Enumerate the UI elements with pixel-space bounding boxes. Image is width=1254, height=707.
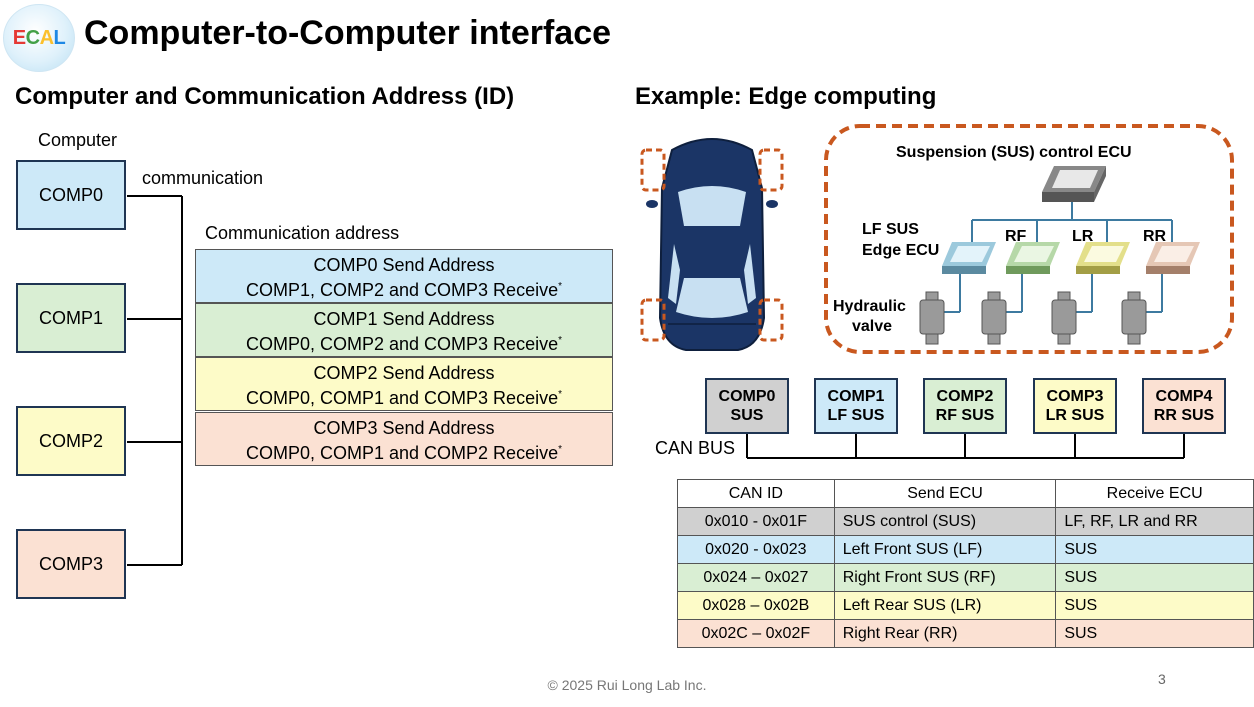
- right-heading: Example: Edge computing: [635, 83, 937, 110]
- can-bus-lines: [746, 433, 1185, 459]
- valve-label-1: Hydraulic: [833, 298, 906, 315]
- sus-ecu-label: Suspension (SUS) control ECU: [896, 144, 1132, 161]
- header-receive-ecu: Receive ECU: [1055, 479, 1254, 508]
- table-row: 0x010 - 0x01F SUS control (SUS) LF, RF, …: [677, 507, 1254, 536]
- communication-label: communication: [142, 168, 264, 188]
- left-heading: Computer and Communication Address (ID): [15, 83, 515, 110]
- ecu-name: COMP4: [1155, 388, 1213, 405]
- comp3-label: COMP3: [38, 553, 103, 574]
- cell-send-ecu: Right Front SUS (RF): [833, 563, 1057, 592]
- address-receive: COMP0, COMP1 and COMP2 Receive: [245, 443, 559, 463]
- rr-ecu-icon: [1146, 242, 1200, 274]
- asterisk: *: [558, 335, 562, 346]
- comp0-label: COMP0: [38, 184, 103, 205]
- ecu-role: RR SUS: [1153, 407, 1215, 424]
- ecu-role: SUS: [730, 407, 764, 424]
- cell-send-ecu: Left Front SUS (LF): [833, 535, 1057, 564]
- rf-label: RF: [1005, 228, 1027, 245]
- asterisk: *: [558, 389, 562, 400]
- cell-receive-ecu: SUS: [1055, 591, 1254, 620]
- asterisk: *: [558, 281, 562, 292]
- address-send: COMP3 Send Address: [313, 418, 495, 438]
- address-row-comp1: COMP1 Send Address COMP0, COMP2 and COMP…: [195, 303, 613, 357]
- asterisk: *: [558, 444, 562, 455]
- cell-receive-ecu: SUS: [1055, 563, 1254, 592]
- ecu-name: COMP3: [1046, 388, 1104, 405]
- page-title: Computer-to-Computer interface: [84, 14, 612, 52]
- comp3-box: COMP3: [16, 529, 126, 599]
- cell-receive-ecu: SUS: [1055, 619, 1254, 648]
- edge-computing-diagram: [824, 124, 1234, 354]
- hydraulic-valves-icon: [919, 291, 1147, 345]
- ecu-comp0-sus: COMP0 SUS: [705, 378, 789, 434]
- communication-lines: [127, 195, 183, 566]
- comp1-label: COMP1: [38, 307, 103, 328]
- cell-can-id: 0x02C – 0x02F: [677, 619, 835, 648]
- rf-ecu-icon: [1006, 242, 1060, 274]
- valve-label-2: valve: [852, 318, 893, 335]
- ecu-name: COMP1: [827, 388, 885, 405]
- copyright: © 2025 Rui Long Lab Inc.: [547, 677, 707, 693]
- ecu-comp1-lf: COMP1 LF SUS: [814, 378, 898, 434]
- address-row-comp2: COMP2 Send Address COMP0, COMP1 and COMP…: [195, 357, 613, 411]
- table-row: 0x02C – 0x02F Right Rear (RR) SUS: [677, 619, 1254, 648]
- lr-label: LR: [1072, 228, 1094, 245]
- lr-ecu-icon: [1076, 242, 1130, 274]
- address-receive: COMP0, COMP1 and COMP3 Receive: [245, 388, 559, 408]
- table-row: 0x024 – 0x027 Right Front SUS (RF) SUS: [677, 563, 1254, 592]
- sus-ecu-icon: [1042, 166, 1106, 202]
- ecu-role: LR SUS: [1045, 407, 1105, 424]
- address-label: Communication address: [205, 223, 400, 243]
- comp2-box: COMP2: [16, 406, 126, 476]
- lf-ecu-icon: [942, 242, 996, 274]
- ecu-name: COMP0: [718, 388, 776, 405]
- cell-can-id: 0x010 - 0x01F: [677, 507, 835, 536]
- cell-send-ecu: Left Rear SUS (LR): [833, 591, 1057, 620]
- car-top-view-icon: [640, 138, 784, 351]
- lf-edge-label-2: Edge ECU: [862, 242, 940, 259]
- cell-send-ecu: SUS control (SUS): [833, 507, 1057, 536]
- address-send: COMP2 Send Address: [313, 363, 495, 383]
- can-id-table: CAN ID Send ECU Receive ECU 0x010 - 0x01…: [677, 479, 1254, 648]
- table-row: 0x020 - 0x023 Left Front SUS (LF) SUS: [677, 535, 1254, 564]
- comp1-box: COMP1: [16, 283, 126, 353]
- table-header-row: CAN ID Send ECU Receive ECU: [677, 479, 1254, 508]
- comp0-box: COMP0: [16, 160, 126, 230]
- ecu-comp4-rr: COMP4 RR SUS: [1142, 378, 1226, 434]
- cell-send-ecu: Right Rear (RR): [833, 619, 1057, 648]
- computer-label: Computer: [38, 130, 118, 150]
- header-can-id: CAN ID: [677, 479, 835, 508]
- address-row-comp0: COMP0 Send Address COMP1, COMP2 and COMP…: [195, 249, 613, 303]
- table-row: 0x028 – 0x02B Left Rear SUS (LR) SUS: [677, 591, 1254, 620]
- can-bus-label: CAN BUS: [655, 438, 736, 458]
- ecu-role: LF SUS: [827, 407, 885, 424]
- ecu-role: RF SUS: [935, 407, 995, 424]
- address-send: COMP1 Send Address: [313, 309, 495, 329]
- page-number: 3: [1158, 671, 1166, 687]
- lf-edge-label-1: LF SUS: [862, 221, 919, 238]
- address-row-comp3: COMP3 Send Address COMP0, COMP1 and COMP…: [195, 412, 613, 466]
- ecu-name: COMP2: [936, 388, 994, 405]
- ecu-comp3-lr: COMP3 LR SUS: [1033, 378, 1117, 434]
- ecu-comp2-rf: COMP2 RF SUS: [923, 378, 1007, 434]
- cell-can-id: 0x020 - 0x023: [677, 535, 835, 564]
- address-receive: COMP0, COMP2 and COMP3 Receive: [245, 334, 559, 354]
- cell-can-id: 0x024 – 0x027: [677, 563, 835, 592]
- address-receive: COMP1, COMP2 and COMP3 Receive: [245, 280, 559, 300]
- header-send-ecu: Send ECU: [833, 479, 1057, 508]
- rr-label: RR: [1143, 228, 1167, 245]
- comp2-label: COMP2: [38, 430, 103, 451]
- cell-receive-ecu: SUS: [1055, 535, 1254, 564]
- cell-can-id: 0x028 – 0x02B: [677, 591, 835, 620]
- address-send: COMP0 Send Address: [313, 255, 495, 275]
- cell-receive-ecu: LF, RF, LR and RR: [1055, 507, 1254, 536]
